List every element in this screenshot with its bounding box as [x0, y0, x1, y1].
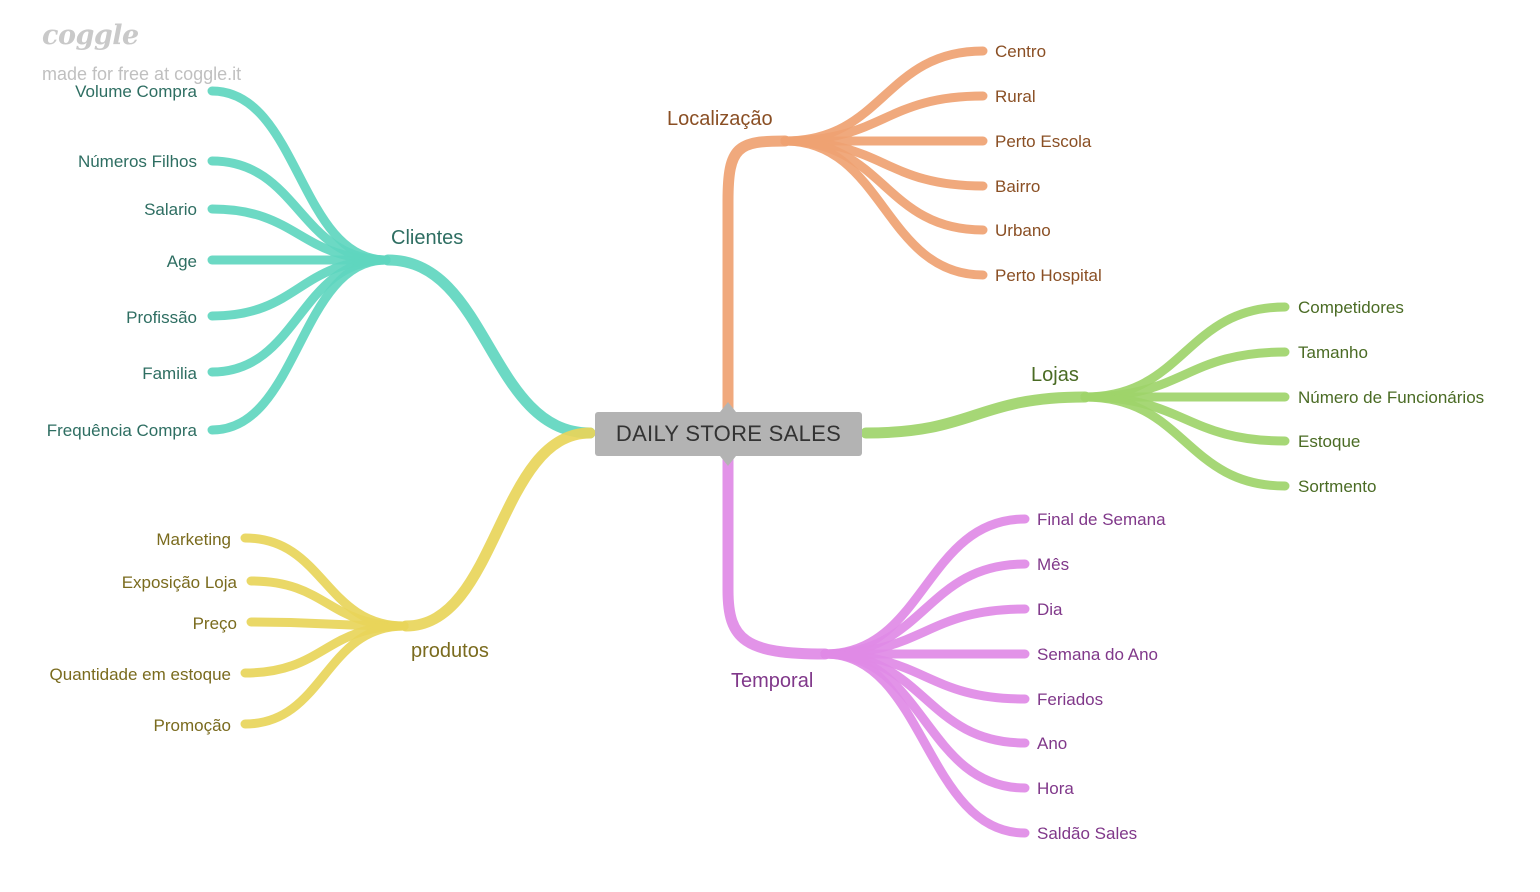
leaf-lojas[interactable]: Número de Funcionários: [1298, 388, 1485, 407]
leaf-localizacao[interactable]: Centro: [995, 42, 1047, 61]
leaf-temporal[interactable]: Feriados: [1037, 690, 1104, 709]
connector-temporal: [722, 452, 831, 660]
connector-temporal-leaf: [820, 649, 1030, 838]
branch-clientes[interactable]: Clientes: [391, 227, 464, 249]
leaf-clientes[interactable]: Familia: [142, 364, 197, 383]
leaf-lojas[interactable]: Sortmento: [1298, 477, 1377, 496]
leaf-temporal[interactable]: Semana do Ano: [1037, 645, 1158, 664]
leaf-produtos[interactable]: Promoção: [153, 716, 231, 735]
connector-localizacao: [722, 135, 791, 416]
leaf-clientes[interactable]: Salario: [144, 200, 197, 219]
connector-clientes: [382, 254, 596, 439]
leaf-localizacao[interactable]: Bairro: [995, 177, 1041, 196]
leaf-temporal[interactable]: Final de Semana: [1037, 510, 1166, 529]
leaf-clientes[interactable]: Volume Compra: [75, 82, 197, 101]
leaf-localizacao[interactable]: Perto Escola: [995, 132, 1092, 151]
connector-produtos-leaf: [240, 621, 409, 729]
leaf-localizacao[interactable]: Urbano: [995, 221, 1051, 240]
connector-lojas: [860, 391, 1091, 439]
leaf-temporal[interactable]: Saldão Sales: [1037, 824, 1138, 843]
connector-produtos: [400, 427, 596, 632]
leaf-temporal[interactable]: Ano: [1037, 734, 1068, 753]
branch-temporal[interactable]: Temporal: [731, 670, 814, 692]
leaf-temporal[interactable]: Hora: [1037, 779, 1074, 798]
leaf-temporal[interactable]: Mês: [1037, 555, 1070, 574]
central-node-notch: [720, 402, 736, 412]
central-node[interactable]: DAILY STORE SALES: [595, 412, 862, 456]
leaf-localizacao[interactable]: Perto Hospital: [995, 266, 1102, 285]
connector-lojas-leaf: [1080, 392, 1290, 491]
leaf-clientes[interactable]: Frequência Compra: [46, 421, 197, 440]
leaf-temporal[interactable]: Dia: [1037, 600, 1063, 619]
leaf-lojas[interactable]: Competidores: [1298, 298, 1404, 317]
leaf-localizacao[interactable]: Rural: [995, 87, 1036, 106]
leaf-lojas[interactable]: Tamanho: [1298, 343, 1368, 362]
leaf-produtos[interactable]: Preço: [192, 614, 237, 633]
watermark-text: made for free at coggle.it: [42, 64, 242, 84]
central-node-notch: [720, 456, 736, 466]
connector-clientes-leaf: [207, 255, 391, 435]
branch-localizacao[interactable]: Localização: [667, 108, 773, 130]
central-node-label: DAILY STORE SALES: [615, 421, 842, 446]
branch-produtos[interactable]: produtos: [411, 640, 489, 662]
leaf-clientes[interactable]: Números Filhos: [77, 152, 197, 171]
leaf-produtos[interactable]: Quantidade em estoque: [49, 665, 231, 684]
leaf-clientes[interactable]: Profissão: [126, 308, 197, 327]
connector-localizacao-leaf: [780, 136, 988, 280]
coggle-logo: coggle: [42, 20, 139, 51]
leaf-lojas[interactable]: Estoque: [1298, 432, 1361, 451]
leaf-produtos[interactable]: Marketing: [156, 530, 231, 549]
leaf-clientes[interactable]: Age: [166, 252, 197, 271]
branch-lojas[interactable]: Lojas: [1031, 364, 1079, 386]
leaf-produtos[interactable]: Exposição Loja: [121, 573, 237, 592]
